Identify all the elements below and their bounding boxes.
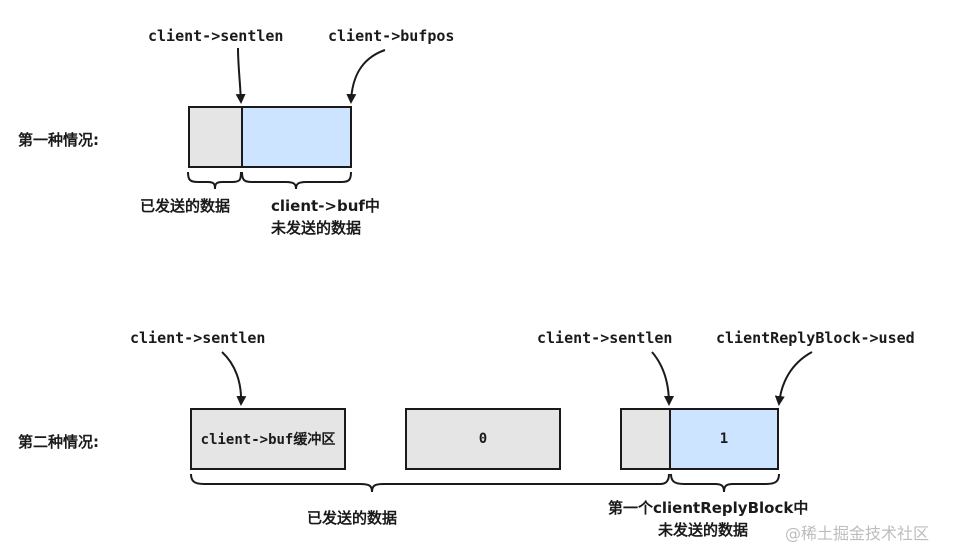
watermark: @稀土掘金技术社区 xyxy=(785,524,930,543)
case1-unsent-label-line1: client->buf中 xyxy=(271,197,380,215)
case1-sentlen-arrow xyxy=(235,47,246,104)
case2-used-label: clientReplyBlock->used xyxy=(716,329,915,347)
case2-sent-label: 已发送的数据 xyxy=(307,509,398,527)
case1-title: 第一种情况: xyxy=(18,131,99,149)
case2-buf-block: client->buf缓冲区 xyxy=(190,408,346,470)
case2-sentlen-right-arrow xyxy=(651,351,674,406)
case1-bufpos-label: client->bufpos xyxy=(328,27,455,45)
case1-sent-brace xyxy=(187,171,242,190)
case1-sentlen-label: client->sentlen xyxy=(148,27,284,45)
case2-unsent-brace xyxy=(670,473,780,493)
case2-block-one-unsent: 1 xyxy=(669,408,779,470)
case1-unsent-label-line2: 未发送的数据 xyxy=(271,219,362,237)
case1-bufpos-arrow xyxy=(346,49,386,104)
case1-sent-label: 已发送的数据 xyxy=(140,197,231,215)
case1-unsent-brace xyxy=(241,171,352,190)
case2-block-zero: 0 xyxy=(405,408,561,470)
case2-sent-brace xyxy=(190,473,670,493)
case2-unsent-label-line1: 第一个clientReplyBlock中 xyxy=(608,499,809,517)
case2-unsent-label-line2: 未发送的数据 xyxy=(658,521,749,539)
case2-title: 第二种情况: xyxy=(18,433,99,451)
case2-sentlen-left-arrow xyxy=(221,351,247,406)
case1-unsent-block xyxy=(241,106,352,168)
case2-sentlen-right-label: client->sentlen xyxy=(537,329,673,347)
case2-sentlen-left-label: client->sentlen xyxy=(130,329,266,347)
case2-block-one-sent xyxy=(620,408,671,470)
case2-used-arrow xyxy=(774,351,813,406)
